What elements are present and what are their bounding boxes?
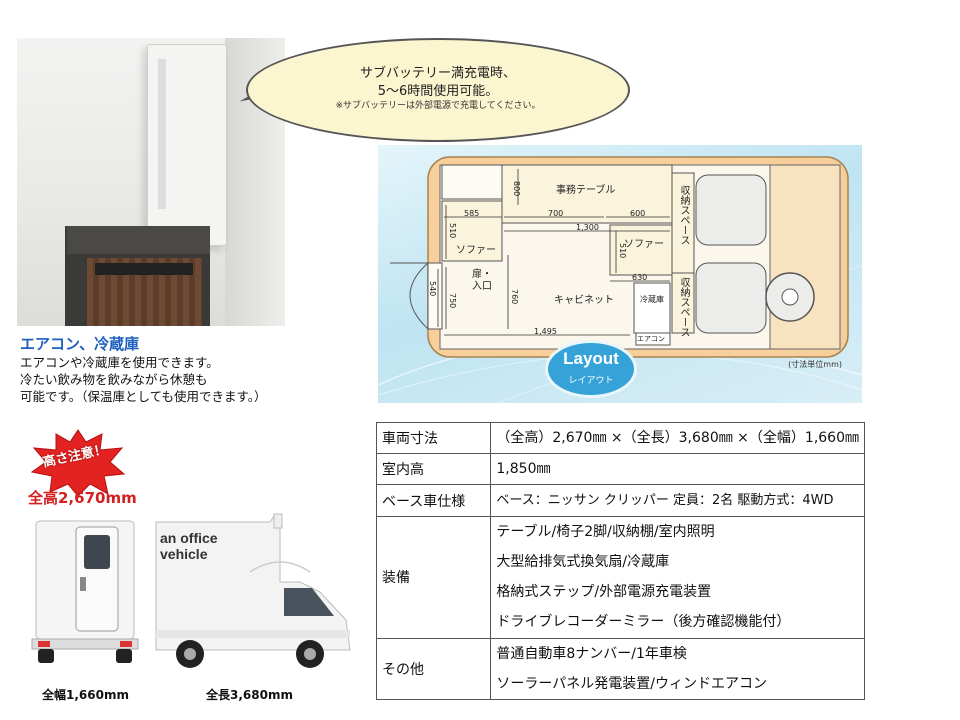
spec-key: 装備 [375,515,492,639]
table-row: その他 普通自動車8ナンバー/1年車検 ソーラーパネル発電装置/ウィンドエアコン [375,637,865,701]
dim-760: 760 [510,289,519,305]
width-label: 全幅1,660mm [42,688,129,702]
fridge-panel [95,263,193,275]
label-office-table: 事務テーブル [556,185,616,196]
van-rear-view [31,520,139,663]
spec-value: ベース：ニッサン クリッパー 定員：2名 駆動方式：4WD [490,484,865,517]
unit-note: (寸法単位mm) [788,360,842,369]
spec-key: 室内高 [375,453,492,486]
caption-line: エアコンや冷蔵庫を使用できます。 [20,355,219,370]
dim-630: 630 [632,273,648,282]
dim-540: 540 [428,281,437,297]
bubble-note: ※サブバッテリーは外部電源で充電してください。 [335,101,541,111]
dim-750: 750 [448,293,457,309]
spec-key: 車両寸法 [375,421,492,455]
label-sofa-left: ソファー [456,245,496,256]
label-door: 扉・入口 [472,269,492,292]
side-logo-1: an office [160,530,218,546]
label-sofa-right: ソファー [624,239,664,250]
dim-700: 700 [548,209,564,218]
spec-value: テーブル/椅子2脚/収納棚/室内照明 大型給排気式換気扇/冷蔵庫 格納式ステップ… [490,515,865,639]
floor-plan-svg [378,156,862,403]
side-logo-2: vehicle [160,546,208,562]
dim-585: 585 [464,209,480,218]
dim-800: 800 [512,181,521,197]
spec-value-line: 普通自動車8ナンバー/1年車検 [496,645,687,662]
aircon-vent [158,59,166,209]
spec-key: その他 [375,637,492,701]
van-side-view [155,513,351,668]
spec-value: （全高）2,670㎜ ×（全長）3,680㎜ ×（全幅）1,660㎜ [490,421,865,455]
table-row: 室内高 1,850㎜ [375,453,865,486]
label-cabinet: キャビネット [554,295,614,306]
label-aircon: エアコン [637,335,665,343]
bubble-line-2: 5～6時間使用可能。 [377,84,499,99]
bubble-line-1: サブバッテリー満充電時、 [359,66,516,81]
spec-table: 車両寸法 （全高）2,670㎜ ×（全長）3,680㎜ ×（全幅）1,660㎜ … [375,421,865,701]
table-row: 装備 テーブル/椅子2脚/収納棚/室内照明 大型給排気式換気扇/冷蔵庫 格納式ス… [375,515,865,639]
label-storage-bottom: 収納スペース [678,277,689,337]
table-row: ベース車仕様 ベース：ニッサン クリッパー 定員：2名 駆動方式：4WD [375,484,865,517]
speech-bubble: サブバッテリー満充電時、 5～6時間使用可能。 ※サブバッテリーは外部電源で充電… [246,38,630,142]
spec-value-line: ソーラーパネル発電装置/ウィンドエアコン [496,675,767,692]
caption-line: 可能です。（保温庫としても使用できます。） [20,389,267,404]
spec-value-line: 大型給排気式換気扇/冷蔵庫 [496,554,670,571]
spec-value-line: 1,850㎜ [496,461,551,478]
caption-text: エアコンや冷蔵庫を使用できます。 冷たい飲み物を飲みながら休憩も 可能です。（保… [20,354,360,405]
spec-value-line: ドライブレコーダーミラー（後方確認機能付） [496,614,791,631]
table-row: 車両寸法 （全高）2,670㎜ ×（全長）3,680㎜ ×（全幅）1,660㎜ [375,421,865,455]
dim-1495: 1,495 [534,327,557,336]
cabinet-top [67,226,210,254]
spec-key: ベース車仕様 [375,484,492,517]
height-warning-burst [30,429,126,497]
length-label: 全長3,680mm [206,688,293,702]
spec-value: 1,850㎜ [490,453,865,486]
spec-value: 普通自動車8ナンバー/1年車検 ソーラーパネル発電装置/ウィンドエアコン [490,637,865,701]
spec-value-line: ベース：ニッサン クリッパー 定員：2名 駆動方式：4WD [496,492,834,508]
spec-value-line: テーブル/椅子2脚/収納棚/室内照明 [496,524,715,541]
layout-badge-jp: レイアウト [568,376,614,386]
layout-badge-en: Layout [563,349,619,368]
spec-value-line: 格納式ステップ/外部電源充電装置 [496,584,712,601]
caption-line: 冷たい飲み物を飲みながら休憩も [20,372,208,387]
dim-600: 600 [630,209,646,218]
aircon-fridge-photo [17,38,285,326]
label-storage-top: 収納スペース [678,185,689,245]
layout-badge: Layout レイアウト [548,343,634,395]
layout-diagram: 事務テーブル 収納スペース 収納スペース ソファー ソファー 扉・入口 キャビネ… [378,145,862,403]
dim-510a: 510 [448,223,457,239]
label-fridge: 冷蔵庫 [640,295,664,304]
dim-510b: 510 [618,243,627,259]
dim-1300: 1,300 [576,223,599,232]
caption-title: エアコン、冷蔵庫 [20,335,140,353]
aircon-unit [147,44,227,246]
spec-value-line: （全高）2,670㎜ ×（全長）3,680㎜ ×（全幅）1,660㎜ [496,430,859,447]
total-height-label: 全高2,670mm [28,489,137,507]
